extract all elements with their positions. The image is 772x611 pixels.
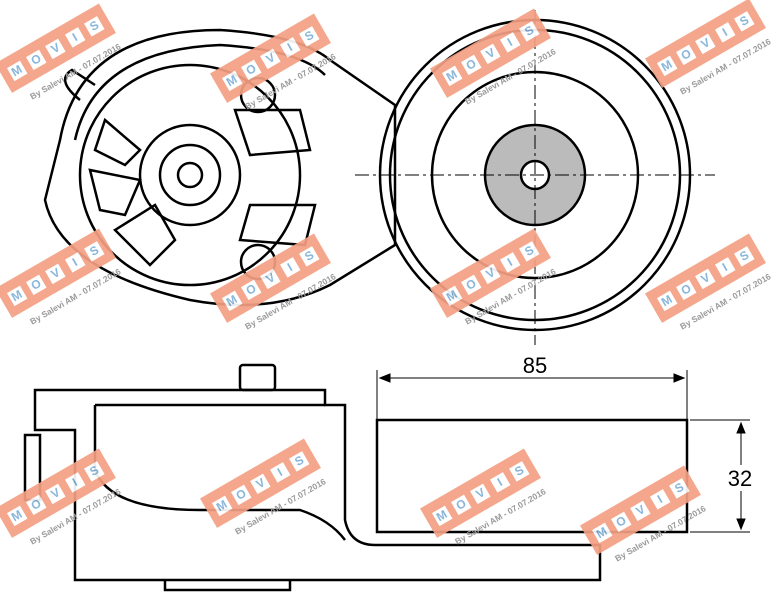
dimension-lines — [376, 370, 750, 533]
height-dimension-label: 32 — [728, 466, 752, 491]
tensioner-front-view — [43, 28, 397, 307]
width-dimension-label: 85 — [523, 353, 547, 378]
